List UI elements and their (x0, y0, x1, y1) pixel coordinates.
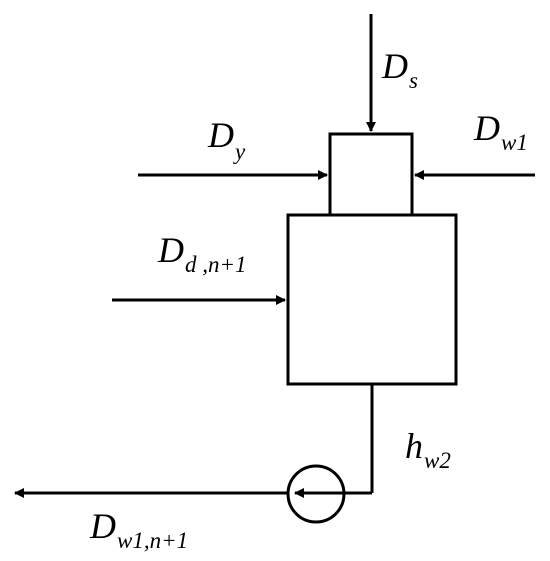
main-vessel (286, 213, 458, 386)
upper-box (328, 132, 414, 217)
label-steam-flow: Ds (381, 46, 418, 93)
label-outlet-flow: Dw1,n+1 (89, 506, 188, 553)
label-water-w1: Dw1 (473, 108, 528, 155)
label-drain-flow: Dd ,n+1 (157, 230, 247, 277)
label-flow-y: Dy (207, 115, 246, 164)
label-enthalpy: hw2 (405, 426, 451, 473)
